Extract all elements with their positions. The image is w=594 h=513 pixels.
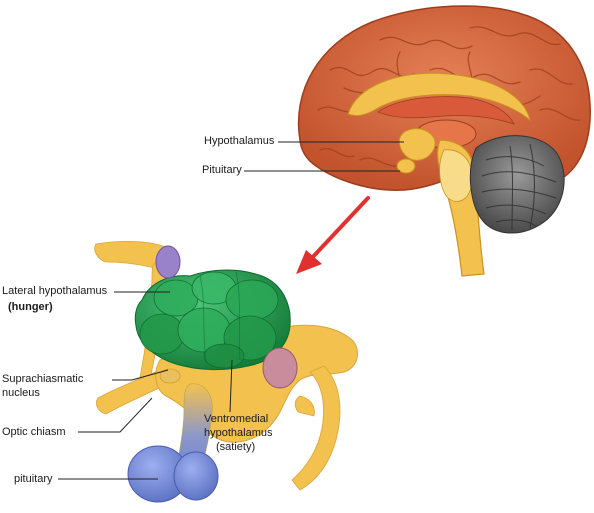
- label-pituitary-top: Pituitary: [202, 164, 242, 176]
- brain-sagittal-view: [244, 5, 591, 277]
- pituitary-gland-small: [396, 158, 416, 174]
- pons: [439, 149, 473, 202]
- hypothalamus-region: [398, 128, 436, 161]
- suprachiasmatic-nucleus: [159, 368, 181, 384]
- label-lateral-hypothalamus: Lateral hypothalamus: [2, 285, 108, 297]
- label-hypothalamus: Hypothalamus: [204, 135, 275, 147]
- suprachiasmatic-leader: [112, 369, 169, 381]
- label-nucleus: nucleus: [2, 387, 40, 399]
- label-satiety: (satiety): [216, 441, 256, 453]
- cerebellum-folia: [481, 143, 557, 231]
- optic-nerve: [96, 369, 169, 415]
- label-ventromedial: Ventromedial: [204, 413, 269, 425]
- pituitary-posterior-lobe: [173, 451, 219, 501]
- optic-chiasm-leader: [78, 397, 153, 433]
- label-suprachiasmatic: Suprachiasmatic: [2, 373, 84, 385]
- cerebellum: [469, 135, 565, 234]
- mammillothalamic-tract: [291, 365, 341, 491]
- label-optic-chiasm: Optic chiasm: [2, 426, 66, 438]
- hypothalamic-nuclei: [134, 269, 291, 371]
- label-hypothalamus-vm: hypothalamus: [204, 427, 273, 439]
- posterior-tract: [294, 395, 315, 417]
- lateral-ventricle: [377, 96, 515, 125]
- mammillary-body: [262, 347, 298, 389]
- ventromedial-leader: [229, 359, 233, 413]
- paraventricular-nucleus: [155, 245, 181, 279]
- corpus-callosum: [347, 72, 531, 122]
- red-arrow-icon: [296, 196, 370, 274]
- label-pituitary-bottom: pituitary: [14, 473, 53, 485]
- label-hunger: (hunger): [8, 301, 53, 313]
- hypothalamus-enlarged-view: [58, 240, 359, 503]
